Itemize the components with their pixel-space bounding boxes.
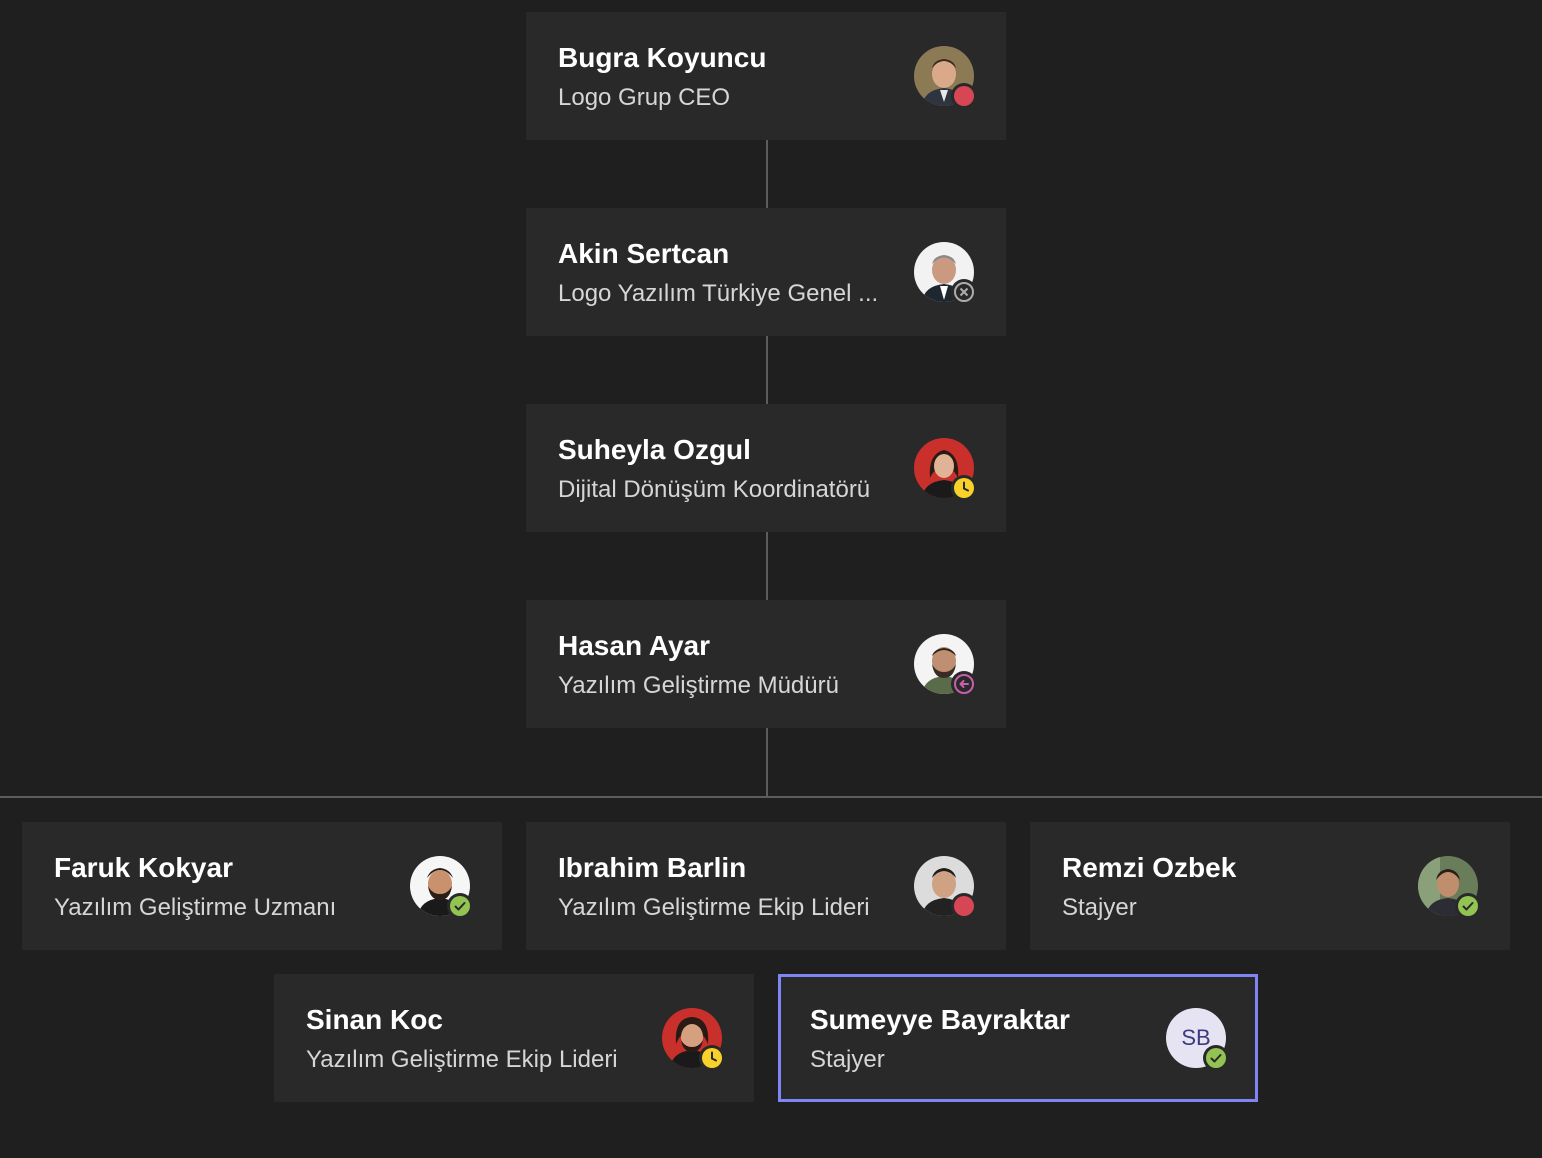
avatar[interactable] bbox=[914, 438, 977, 501]
presence-available-icon bbox=[1203, 1045, 1229, 1071]
person-name: Suheyla Ozgul bbox=[558, 434, 751, 465]
presence-offline-icon bbox=[951, 279, 977, 305]
connector-line bbox=[766, 728, 768, 796]
presence-available-icon bbox=[1455, 893, 1481, 919]
connector-line bbox=[766, 140, 768, 208]
avatar[interactable] bbox=[410, 856, 473, 919]
person-name: Ibrahim Barlin bbox=[558, 852, 747, 883]
person-card-suheyla-ozgul[interactable]: Suheyla Ozgul Dijital Dönüşüm Koordinatö… bbox=[526, 404, 1006, 532]
person-name: Sumeyye Bayraktar bbox=[810, 1004, 1070, 1035]
presence-out-of-office-icon bbox=[951, 671, 977, 697]
avatar[interactable] bbox=[914, 634, 977, 697]
person-title: Yazılım Geliştirme Ekip Lideri bbox=[306, 1046, 618, 1073]
person-card-sinan-koc[interactable]: Sinan Koc Yazılım Geliştirme Ekip Lideri bbox=[274, 974, 754, 1102]
presence-away-icon bbox=[951, 475, 977, 501]
person-title: Yazılım Geliştirme Müdürü bbox=[558, 672, 839, 699]
person-title: Yazılım Geliştirme Uzmanı bbox=[54, 894, 337, 921]
person-name: Bugra Koyuncu bbox=[558, 42, 767, 73]
reports-divider bbox=[0, 796, 1542, 798]
person-title: Stajyer bbox=[810, 1046, 885, 1073]
person-title: Logo Grup CEO bbox=[558, 84, 731, 111]
avatar[interactable] bbox=[1418, 856, 1481, 919]
avatar[interactable] bbox=[914, 46, 977, 109]
avatar[interactable]: SB bbox=[1166, 1008, 1229, 1071]
avatar-initials: SB bbox=[1166, 1008, 1226, 1068]
person-card-akin-sertcan[interactable]: Akin Sertcan Logo Yazılım Türkiye Genel … bbox=[526, 208, 1006, 336]
person-title: Stajyer bbox=[1062, 894, 1137, 921]
person-card-hasan-ayar[interactable]: Hasan Ayar Yazılım Geliştirme Müdürü bbox=[526, 600, 1006, 728]
person-card-bugra-koyuncu[interactable]: Bugra Koyuncu Logo Grup CEO bbox=[526, 12, 1006, 140]
person-title: Yazılım Geliştirme Ekip Lideri bbox=[558, 894, 870, 921]
person-name: Faruk Kokyar bbox=[54, 852, 233, 883]
avatar[interactable] bbox=[914, 856, 977, 919]
presence-available-icon bbox=[447, 893, 473, 919]
person-card-sumeyye-bayraktar[interactable]: Sumeyye Bayraktar Stajyer SB bbox=[778, 974, 1258, 1102]
connector-line bbox=[766, 336, 768, 404]
person-card-faruk-kokyar[interactable]: Faruk Kokyar Yazılım Geliştirme Uzmanı bbox=[22, 822, 502, 950]
person-card-remzi-ozbek[interactable]: Remzi Ozbek Stajyer bbox=[1030, 822, 1510, 950]
person-title: Logo Yazılım Türkiye Genel ... bbox=[558, 280, 879, 307]
person-name: Hasan Ayar bbox=[558, 630, 711, 661]
connector-line bbox=[766, 532, 768, 600]
person-name: Remzi Ozbek bbox=[1062, 852, 1237, 883]
person-title: Dijital Dönüşüm Koordinatörü bbox=[558, 476, 871, 503]
person-card-ibrahim-barlin[interactable]: Ibrahim Barlin Yazılım Geliştirme Ekip L… bbox=[526, 822, 1006, 950]
presence-away-icon bbox=[699, 1045, 725, 1071]
avatar[interactable] bbox=[914, 242, 977, 305]
person-name: Akin Sertcan bbox=[558, 238, 730, 269]
presence-busy-icon bbox=[951, 83, 977, 109]
presence-busy-icon bbox=[951, 893, 977, 919]
avatar[interactable] bbox=[662, 1008, 725, 1071]
person-name: Sinan Koc bbox=[306, 1004, 443, 1035]
